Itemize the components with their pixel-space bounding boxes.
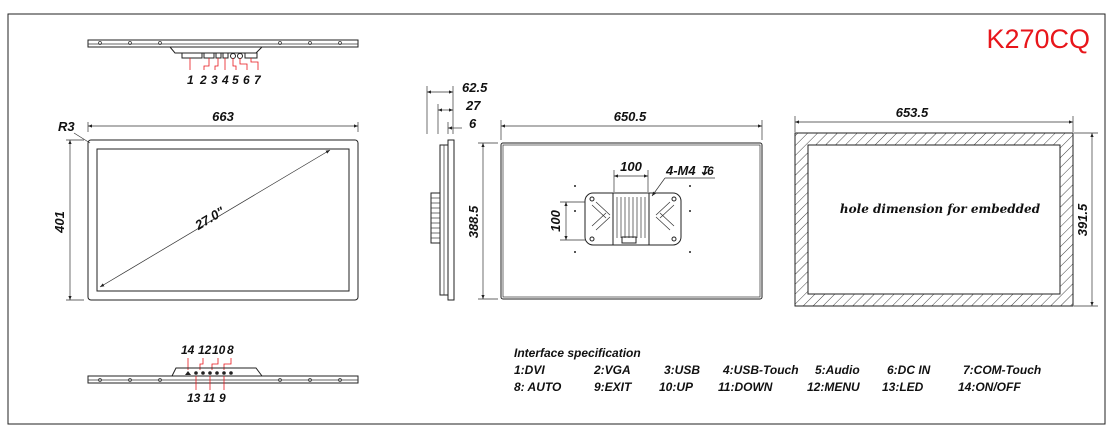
interface-item-8: 8: AUTO: [514, 380, 562, 394]
screw-depth: 6: [707, 164, 714, 178]
vesa-horizontal-dim: 100: [620, 159, 642, 174]
side-view: 62.5 27 6: [426, 80, 488, 301]
front-view: 663 R3 401 27.0": [52, 109, 359, 301]
screw-spec: 4-M4: [665, 163, 696, 178]
interface-item-10: 10:UP: [659, 380, 694, 394]
model-number: K270CQ: [986, 24, 1090, 54]
screw-depth-symbol: ↧: [699, 164, 710, 178]
top-view: [87, 39, 359, 70]
side-depth-mid-dim: 27: [465, 98, 481, 113]
key-label-11: 11: [203, 391, 216, 405]
bottom-key-labels-top: 14 12 10 8: [181, 343, 234, 357]
port-label-3: 3: [211, 73, 218, 87]
side-depth-front-dim: 6: [469, 116, 477, 131]
key-label-14: 14: [181, 343, 195, 357]
interface-item-1: 1:DVI: [514, 363, 545, 377]
port-label-6: 6: [243, 73, 250, 87]
cutout-width-dim: 653.5: [896, 105, 929, 120]
corner-radius-dim: R3: [58, 119, 75, 134]
key-label-10: 10: [212, 343, 226, 357]
interface-item-14: 14:ON/OFF: [958, 380, 1021, 394]
vesa-vertical-dim: 100: [548, 209, 563, 231]
front-width-dim: 663: [212, 109, 234, 124]
port-label-2: 2: [199, 73, 207, 87]
interface-item-2: 2:VGA: [593, 363, 631, 377]
key-label-13: 13: [187, 391, 201, 405]
screen-diagonal-dim: 27.0": [191, 203, 227, 233]
key-label-8: 8: [227, 343, 234, 357]
port-label-5: 5: [232, 73, 239, 87]
rear-width-dim: 650.5: [614, 109, 647, 124]
front-height-dim: 401: [52, 211, 67, 234]
interface-item-4: 4:USB-Touch: [722, 363, 799, 377]
interface-item-9: 9:EXIT: [594, 380, 633, 394]
interface-item-13: 13:LED: [882, 380, 924, 394]
interface-title: Interface specification: [514, 346, 641, 360]
bottom-key-labels-bottom: 13 11 9: [187, 391, 226, 405]
port-label-4: 4: [221, 73, 229, 87]
interface-specification: Interface specification 1:DVI 2:VGA 3:US…: [514, 346, 1041, 394]
port-label-7: 7: [254, 73, 262, 87]
interface-item-3: 3:USB: [664, 363, 700, 377]
key-label-12: 12: [198, 343, 212, 357]
cutout-height-dim: 391.5: [1075, 203, 1090, 236]
bottom-view: [87, 358, 359, 390]
port-number-labels: 1 2 3 4 5 6 7: [187, 73, 262, 87]
interface-item-11: 11:DOWN: [718, 380, 773, 394]
interface-item-7: 7:COM-Touch: [963, 363, 1041, 377]
interface-item-5: 5:Audio: [815, 363, 860, 377]
port-label-1: 1: [187, 73, 194, 87]
rear-height-dim: 388.5: [466, 205, 481, 238]
key-label-9: 9: [219, 391, 226, 405]
interface-item-6: 6:DC IN: [887, 363, 931, 377]
interface-item-12: 12:MENU: [807, 380, 860, 394]
drawing-border: [7, 13, 1106, 425]
cutout-note: hole dimension for embedded: [840, 202, 1041, 216]
side-depth-total-dim: 62.5: [462, 80, 488, 95]
cutout-view: 653.5 391.5 hole dimension for embedded: [794, 105, 1098, 307]
rear-view: 650.5 388.5: [466, 109, 763, 300]
